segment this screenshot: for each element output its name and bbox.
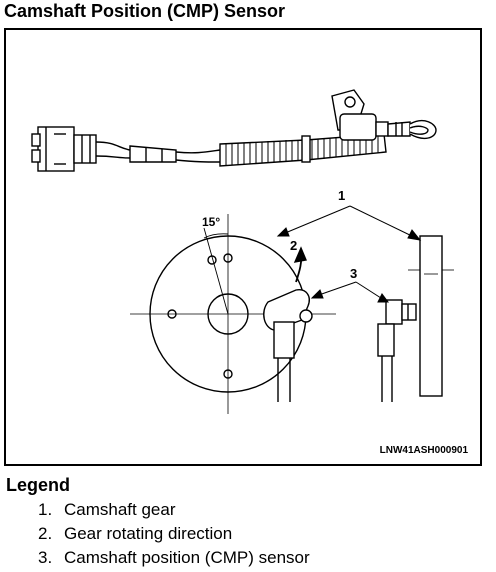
legend-list: 1. Camshaft gear 2. Gear rotating directio…	[38, 498, 310, 570]
harness-wire-3	[175, 149, 221, 154]
legend-item-number: 3.	[38, 548, 53, 567]
callout-leaders	[276, 205, 422, 303]
legend-title: Legend	[6, 475, 71, 495]
corrugated-tube-ribs	[225, 134, 379, 166]
legend-item: 1. Camshaft gear	[38, 498, 310, 522]
callout-1-leader-gear	[277, 205, 351, 237]
harness-connector	[31, 126, 97, 172]
legend-item-label: Camshaft gear	[64, 500, 176, 519]
gear-hole-left	[167, 309, 177, 319]
gear-hub	[207, 293, 249, 335]
cmp-sensor-side-view	[377, 299, 417, 402]
callout-3-leader-front	[315, 281, 357, 297]
gear-hole-top	[223, 253, 233, 263]
rotation-arrow-head	[293, 246, 307, 263]
legend-item-number: 2.	[38, 524, 53, 543]
callout-3-label: 3	[350, 266, 357, 281]
sensor-harness-assembly	[31, 89, 437, 172]
cmp-sensor-front-view	[263, 289, 313, 402]
angle-label: 15°	[202, 215, 220, 229]
figure-code: LNW41ASH000901	[379, 445, 468, 456]
legend-item: 3. Camshaft position (CMP) sensor	[38, 546, 310, 570]
legend-item-label: Camshaft position (CMP) sensor	[64, 548, 310, 567]
page-title: Camshaft Position (CMP) Sensor	[4, 1, 286, 21]
harness-wire-2	[95, 155, 131, 159]
sensor-head	[331, 89, 437, 141]
legend-item-label: Gear rotating direction	[64, 524, 233, 543]
figure-frame: 1 2 3 15° LNW41ASH000901	[4, 28, 482, 466]
callout-2-label: 2	[290, 238, 297, 253]
camshaft-gear-side-view	[377, 235, 454, 402]
camshaft-gear-front-view	[130, 214, 336, 414]
callout-3-leader-side	[355, 281, 385, 301]
tube-clip	[301, 135, 311, 163]
callout-1-label: 1	[338, 188, 345, 203]
gear-side-profile	[419, 235, 443, 397]
harness-tape	[129, 145, 177, 163]
legend-item: 2. Gear rotating direction	[38, 522, 310, 546]
harness-wire-1	[95, 141, 131, 151]
callout-1-leader-side	[349, 205, 417, 239]
angle-arc	[203, 233, 229, 239]
legend-item-number: 1.	[38, 500, 53, 519]
gear-hole-bottom	[223, 369, 233, 379]
angle-reference-line	[203, 227, 229, 315]
harness-wire-4	[175, 159, 221, 163]
cmp-sensor-illustration: 1 2 3 15°	[31, 89, 454, 414]
